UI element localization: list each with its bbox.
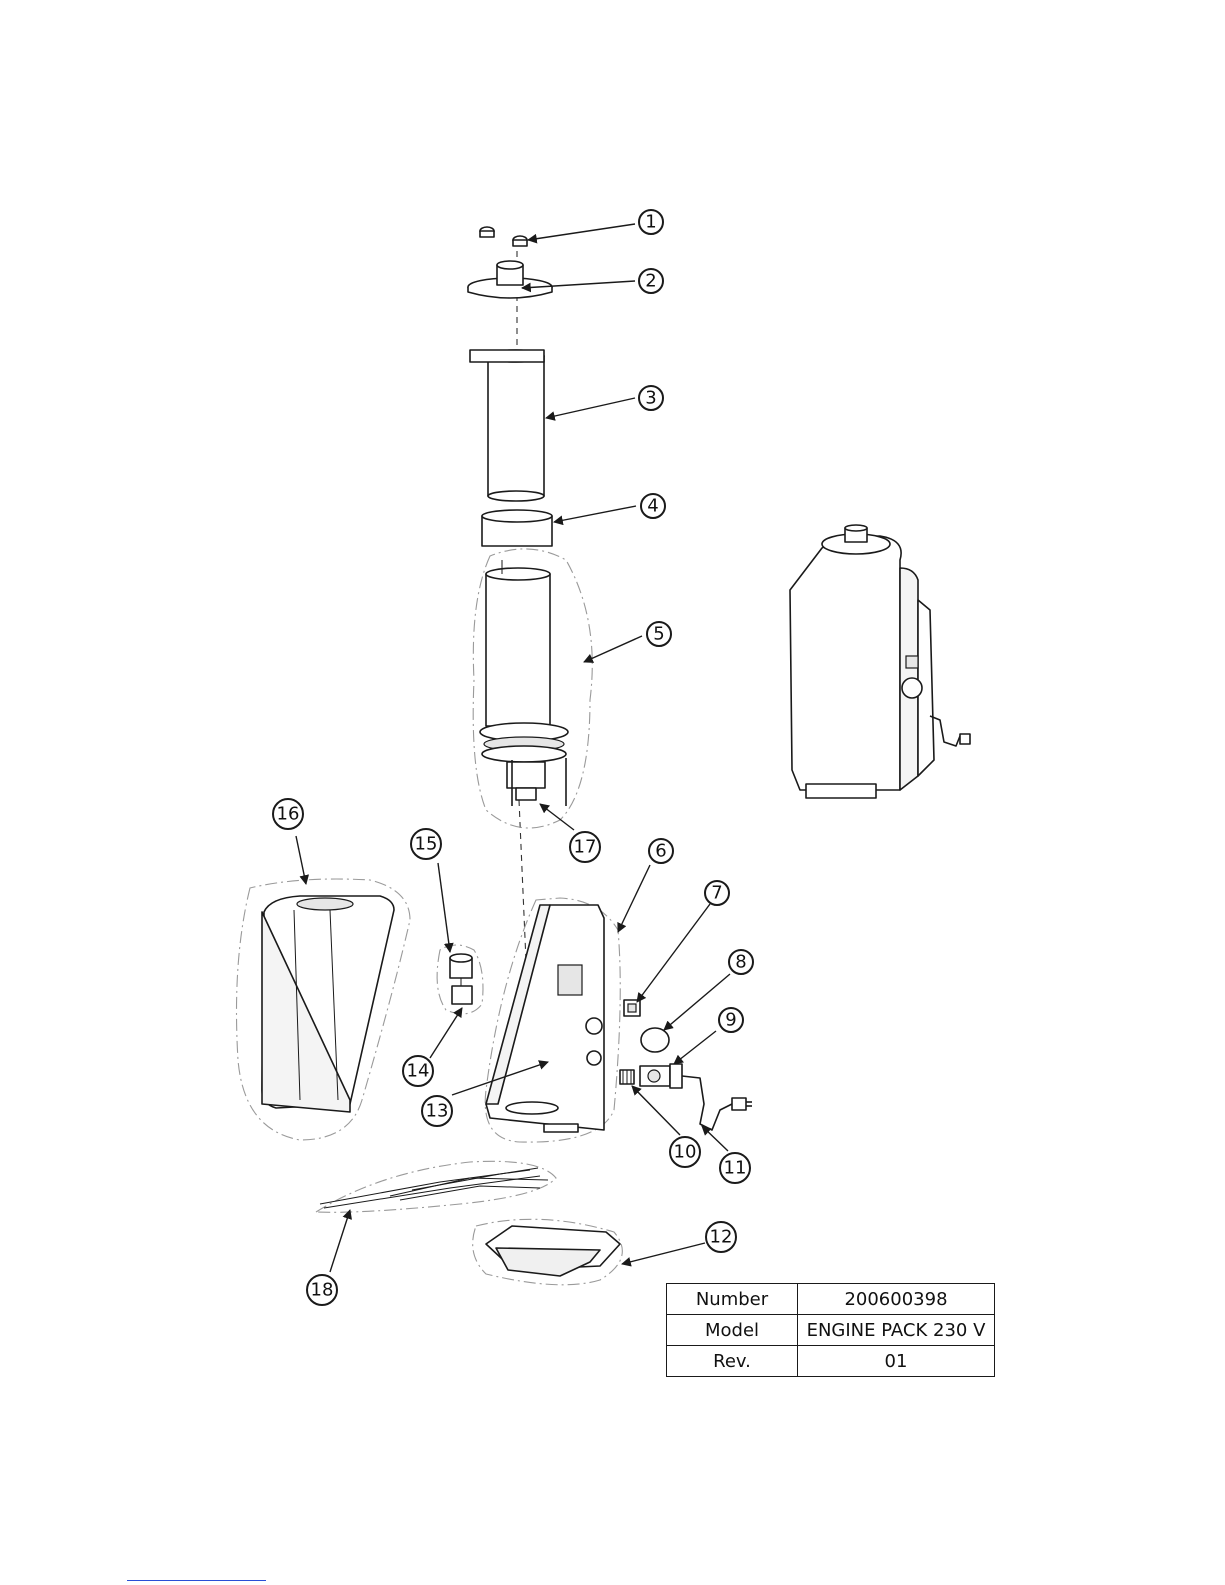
callout-12: 12 bbox=[706, 1222, 736, 1252]
svg-text:2: 2 bbox=[645, 271, 656, 292]
svg-text:4: 4 bbox=[647, 496, 658, 517]
part-switch bbox=[624, 1000, 640, 1016]
callout-2: 2 bbox=[639, 269, 663, 293]
part-capacitor bbox=[450, 954, 472, 1004]
svg-text:15: 15 bbox=[415, 834, 438, 855]
title-block-row: Rev. 01 bbox=[667, 1346, 995, 1377]
callout-15: 15 bbox=[411, 829, 441, 859]
svg-text:16: 16 bbox=[277, 804, 300, 825]
leader-16 bbox=[296, 836, 306, 884]
number-value: 200600398 bbox=[798, 1284, 995, 1315]
callout-6: 6 bbox=[649, 839, 673, 863]
callout-8: 8 bbox=[729, 950, 753, 974]
callout-4: 4 bbox=[641, 494, 665, 518]
leader-9 bbox=[674, 1031, 716, 1064]
svg-text:9: 9 bbox=[725, 1010, 736, 1031]
callout-10: 10 bbox=[670, 1137, 700, 1167]
model-value: ENGINE PACK 230 V bbox=[798, 1315, 995, 1346]
part-power-cable bbox=[682, 1076, 752, 1130]
svg-text:7: 7 bbox=[711, 883, 722, 904]
part-cylinder bbox=[470, 350, 544, 501]
leader-6 bbox=[618, 865, 650, 932]
footer-link-underline[interactable] bbox=[127, 1580, 266, 1581]
leader-7 bbox=[637, 904, 710, 1002]
rev-label: Rev. bbox=[667, 1346, 798, 1377]
leader-5 bbox=[584, 636, 642, 662]
part-nuts bbox=[480, 227, 527, 246]
part-ring bbox=[482, 510, 552, 546]
assembled-view bbox=[790, 525, 970, 798]
callout-13: 13 bbox=[422, 1096, 452, 1126]
svg-text:18: 18 bbox=[311, 1280, 334, 1301]
leader-18 bbox=[330, 1210, 350, 1272]
leader-12 bbox=[622, 1243, 705, 1264]
leader-11 bbox=[702, 1126, 728, 1151]
svg-text:17: 17 bbox=[574, 837, 597, 858]
callout-17: 17 bbox=[570, 832, 600, 862]
number-label: Number bbox=[667, 1284, 798, 1315]
title-block-row: Model ENGINE PACK 230 V bbox=[667, 1315, 995, 1346]
svg-text:12: 12 bbox=[710, 1227, 733, 1248]
part-bushing bbox=[620, 1070, 634, 1084]
callout-16: 16 bbox=[273, 799, 303, 829]
callout-14: 14 bbox=[403, 1056, 433, 1086]
callout-18: 18 bbox=[307, 1275, 337, 1305]
leader-3 bbox=[546, 398, 635, 418]
svg-text:11: 11 bbox=[724, 1158, 747, 1179]
callout-5: 5 bbox=[647, 622, 671, 646]
svg-text:14: 14 bbox=[407, 1061, 430, 1082]
part-wiring-harness bbox=[320, 1168, 548, 1208]
part-base-tray bbox=[486, 1226, 620, 1276]
svg-text:1: 1 bbox=[645, 212, 656, 233]
part-main-frame bbox=[486, 905, 604, 1132]
callout-7: 7 bbox=[705, 881, 729, 905]
leader-4 bbox=[554, 506, 636, 522]
callout-3: 3 bbox=[639, 386, 663, 410]
svg-text:5: 5 bbox=[653, 624, 664, 645]
svg-text:13: 13 bbox=[426, 1101, 449, 1122]
leader-14 bbox=[430, 1008, 462, 1058]
part-top-flange bbox=[468, 261, 552, 298]
leader-1 bbox=[528, 224, 635, 240]
title-block-table: Number 200600398 Model ENGINE PACK 230 V… bbox=[666, 1283, 995, 1377]
leader-15 bbox=[438, 863, 450, 952]
part-heating-assembly bbox=[480, 560, 568, 806]
rev-value: 01 bbox=[798, 1346, 995, 1377]
part-side-cover bbox=[262, 896, 394, 1112]
title-block-row: Number 200600398 bbox=[667, 1284, 995, 1315]
svg-text:8: 8 bbox=[735, 952, 746, 973]
svg-text:6: 6 bbox=[655, 841, 666, 862]
svg-text:10: 10 bbox=[674, 1142, 697, 1163]
leader-10 bbox=[632, 1086, 680, 1135]
callout-1: 1 bbox=[639, 210, 663, 234]
part-connector-block bbox=[640, 1064, 682, 1088]
svg-text:3: 3 bbox=[645, 388, 656, 409]
model-label: Model bbox=[667, 1315, 798, 1346]
callout-9: 9 bbox=[719, 1008, 743, 1032]
part-thermostat-disc bbox=[641, 1028, 669, 1052]
callout-11: 11 bbox=[720, 1153, 750, 1183]
